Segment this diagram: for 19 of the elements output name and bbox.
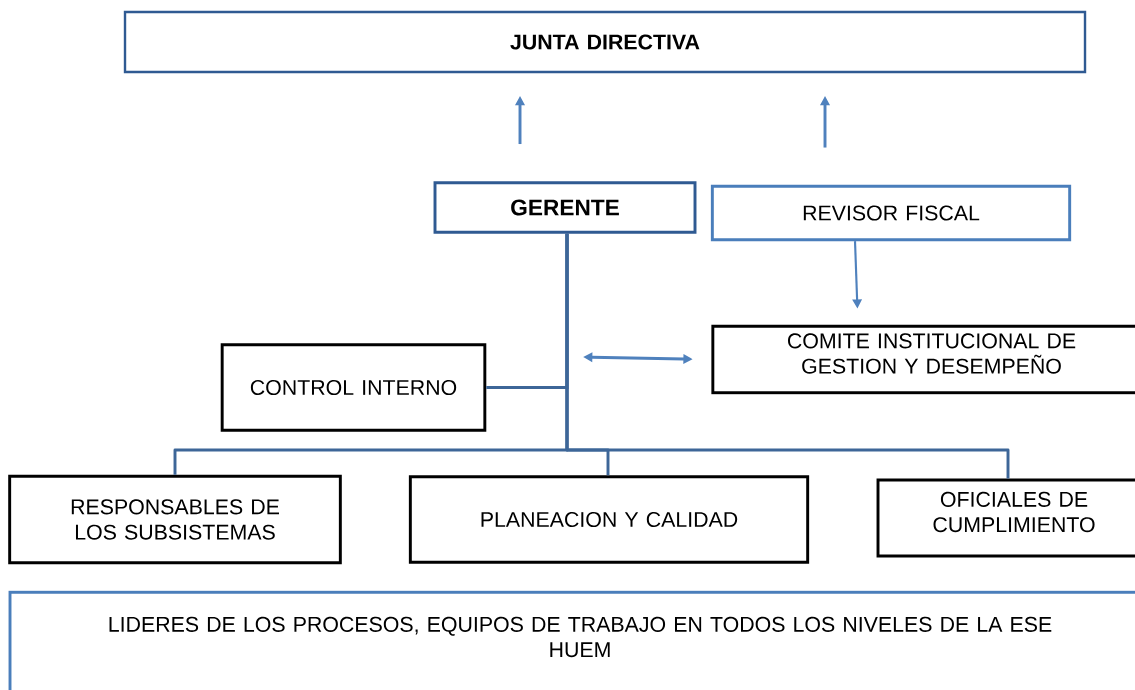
box-label: GERENTE xyxy=(511,199,619,216)
box-label: LIDERES DE LOS PROCESOS, EQUIPOS DE TRABAJO EN TODOS LOS NIVELES DE LA ESE HUEM xyxy=(109,616,1052,658)
org-box xyxy=(876,478,1135,558)
box-label: OFICIALES DE CUMPLIMIENTO xyxy=(933,491,1095,533)
org-box xyxy=(220,343,487,432)
footer-box xyxy=(8,590,1135,690)
box-label: CONTROL INTERNO xyxy=(250,379,457,396)
org-box xyxy=(8,474,342,565)
box-label: JUNTA DIRECTIVA xyxy=(510,34,700,50)
box-label: REVISOR FISCAL xyxy=(803,205,980,221)
connector xyxy=(565,233,1010,479)
org-box xyxy=(433,181,697,234)
org-box xyxy=(123,10,1087,74)
org-box xyxy=(710,184,1072,242)
box-label: COMITE INSTITUCIONAL DE GESTION Y DESEMPEÑO xyxy=(788,333,1076,374)
box-label: PLANEACION Y CALIDAD xyxy=(481,511,738,528)
org-box xyxy=(711,324,1135,395)
box-label: RESPONSABLES DE LOS SUBSISTEMAS xyxy=(71,499,279,540)
org-box xyxy=(408,475,810,564)
